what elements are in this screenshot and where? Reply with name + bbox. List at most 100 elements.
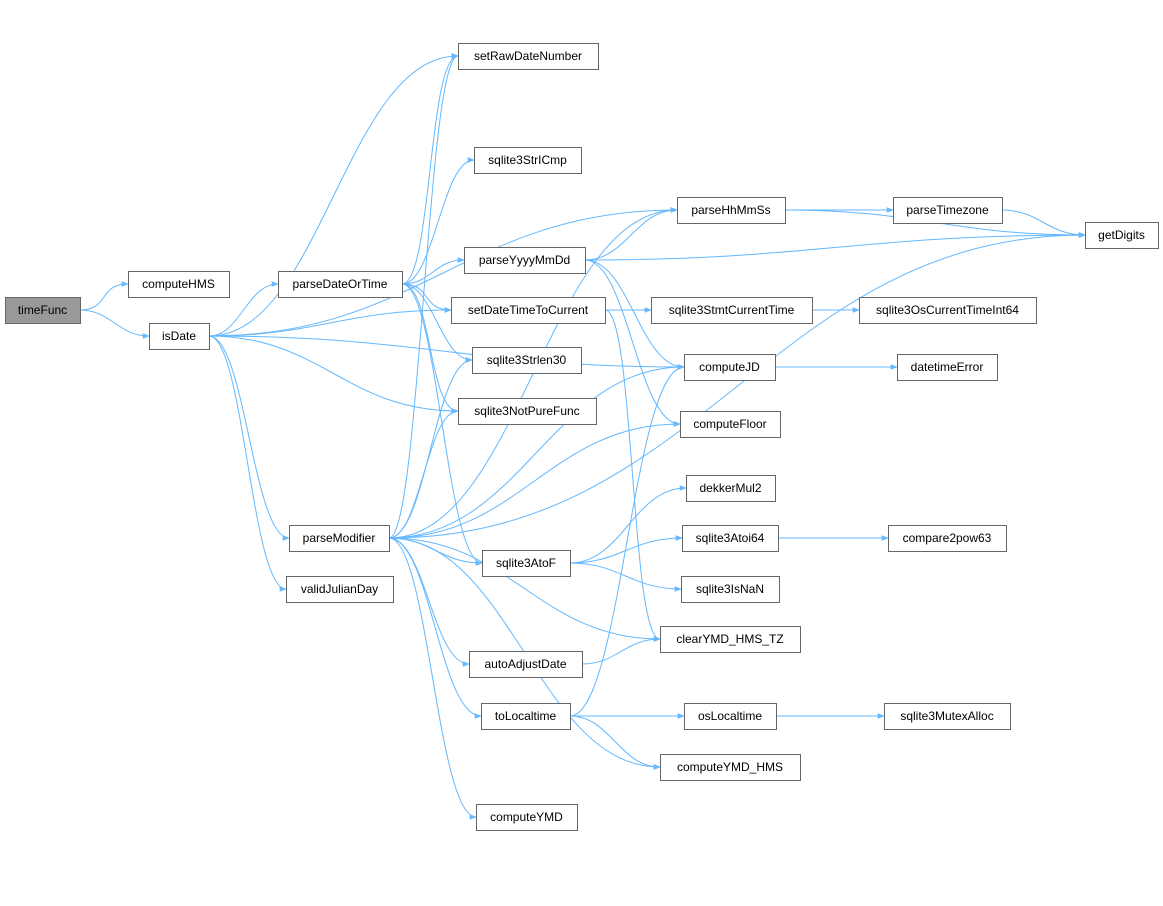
node-box [651, 297, 813, 324]
edge-parseDateOrTime-to-sqlite3Strlen30 [401, 283, 473, 363]
node-sqlite3Strlen30[interactable]: sqlite3Strlen30 [472, 347, 582, 374]
node-computeYMD[interactable]: computeYMD [476, 804, 578, 831]
node-label: dekkerMul2 [699, 481, 761, 495]
node-setDateTimeToCurrent[interactable]: setDateTimeToCurrent [451, 297, 606, 324]
node-box [5, 297, 81, 324]
edge-parseTimezone-to-getDigits [1001, 209, 1086, 238]
node-toLocaltime[interactable]: toLocaltime [481, 703, 571, 730]
edge-line [208, 207, 678, 337]
edge-line [569, 715, 661, 770]
edge-line [569, 562, 682, 592]
node-setRawDateNumber[interactable]: setRawDateNumber [458, 43, 599, 70]
node-box [684, 703, 777, 730]
node-autoAdjustDate[interactable]: autoAdjustDate [469, 651, 583, 678]
node-parseTimezone[interactable]: parseTimezone [893, 197, 1003, 224]
node-sqlite3OsCurrentTimeInt64[interactable]: sqlite3OsCurrentTimeInt64 [859, 297, 1037, 324]
node-computeYMD_HMS[interactable]: computeYMD_HMS [660, 754, 801, 781]
edge-sqlite3AtoF-to-sqlite3Atoi64 [569, 535, 683, 564]
edge-parseYyyyMmDd-to-computeJD [584, 259, 685, 370]
node-osLocaltime[interactable]: osLocaltime [684, 703, 777, 730]
node-box [476, 804, 578, 831]
node-timeFunc[interactable]: timeFunc [5, 297, 81, 324]
edge-parseModifier-to-getDigits [388, 232, 1086, 539]
node-box [888, 525, 1007, 552]
edge-parseYyyyMmDd-to-getDigits [584, 232, 1086, 261]
edge-line [388, 537, 661, 642]
node-sqlite3AtoF[interactable]: sqlite3AtoF [482, 550, 571, 577]
edge-line [1001, 209, 1086, 238]
node-label: sqlite3StmtCurrentTime [669, 303, 795, 317]
node-label: setDateTimeToCurrent [468, 303, 589, 317]
node-parseModifier[interactable]: parseModifier [289, 525, 390, 552]
node-box [682, 525, 779, 552]
node-label: clearYMD_HMS_TZ [676, 632, 783, 646]
node-label: sqlite3IsNaN [696, 582, 764, 596]
node-box [474, 147, 582, 174]
node-parseDateOrTime[interactable]: parseDateOrTime [278, 271, 403, 298]
node-datetimeError[interactable]: datetimeError [897, 354, 998, 381]
edge-line [401, 283, 473, 363]
node-box [660, 626, 801, 653]
edge-line [584, 232, 1086, 261]
node-label: computeFloor [693, 417, 766, 431]
node-sqlite3NotPureFunc[interactable]: sqlite3NotPureFunc [458, 398, 597, 425]
node-isDate[interactable]: isDate [149, 323, 210, 350]
edge-parseModifier-to-toLocaltime [388, 537, 482, 719]
edge-line [208, 335, 685, 370]
edge-line [208, 53, 459, 337]
edge-line [208, 335, 459, 414]
node-validJulianDay[interactable]: validJulianDay [286, 576, 394, 603]
edge-parseYyyyMmDd-to-computeFloor [584, 259, 681, 427]
node-box [458, 43, 599, 70]
edge-line [79, 281, 129, 311]
node-label: parseModifier [303, 531, 376, 545]
node-box [660, 754, 801, 781]
edge-line [388, 357, 473, 539]
node-sqlite3MutexAlloc[interactable]: sqlite3MutexAlloc [884, 703, 1011, 730]
edge-isDate-to-setDateTimeToCurrent [208, 307, 452, 337]
edge-layer [79, 53, 1086, 820]
node-getDigits[interactable]: getDigits [1085, 222, 1159, 249]
edge-line [388, 537, 482, 719]
node-box [481, 703, 571, 730]
node-parseHhMmSs[interactable]: parseHhMmSs [677, 197, 786, 224]
node-label: sqlite3Atoi64 [696, 531, 765, 545]
node-sqlite3IsNaN[interactable]: sqlite3IsNaN [681, 576, 780, 603]
node-label: computeHMS [142, 277, 215, 291]
node-label: setRawDateNumber [474, 49, 582, 63]
node-computeJD[interactable]: computeJD [684, 354, 776, 381]
node-dekkerMul2[interactable]: dekkerMul2 [686, 475, 776, 502]
edge-timeFunc-to-isDate [79, 309, 150, 339]
edge-line [401, 257, 465, 285]
node-label: autoAdjustDate [484, 657, 566, 671]
edge-line [584, 207, 678, 261]
edge-line [581, 636, 661, 665]
node-clearYMD_HMS_TZ[interactable]: clearYMD_HMS_TZ [660, 626, 801, 653]
node-label: parseHhMmSs [691, 203, 770, 217]
edge-parseModifier-to-autoAdjustDate [388, 537, 470, 667]
node-sqlite3StrICmp[interactable]: sqlite3StrICmp [474, 147, 582, 174]
edge-line [604, 309, 661, 642]
edge-line [208, 281, 279, 337]
edge-line [208, 335, 287, 592]
node-parseYyyyMmDd[interactable]: parseYyyyMmDd [464, 247, 586, 274]
node-box [472, 347, 582, 374]
edge-parseModifier-to-sqlite3NotPureFunc [388, 408, 459, 539]
node-computeFloor[interactable]: computeFloor [680, 411, 781, 438]
node-layer: timeFunc computeHMS isDate parseDateOrTime s… [5, 43, 1159, 831]
edge-line [584, 259, 685, 370]
node-label: sqlite3NotPureFunc [474, 404, 579, 418]
edge-line [569, 364, 685, 717]
node-box [289, 525, 390, 552]
node-label: sqlite3StrICmp [488, 153, 567, 167]
node-box [458, 398, 597, 425]
edge-parseModifier-to-computeFloor [388, 421, 681, 539]
node-compare2pow63[interactable]: compare2pow63 [888, 525, 1007, 552]
node-computeHMS[interactable]: computeHMS [128, 271, 230, 298]
node-sqlite3StmtCurrentTime[interactable]: sqlite3StmtCurrentTime [651, 297, 813, 324]
node-box [884, 703, 1011, 730]
node-sqlite3Atoi64[interactable]: sqlite3Atoi64 [682, 525, 779, 552]
edge-line [388, 537, 470, 667]
node-label: sqlite3OsCurrentTimeInt64 [876, 303, 1019, 317]
